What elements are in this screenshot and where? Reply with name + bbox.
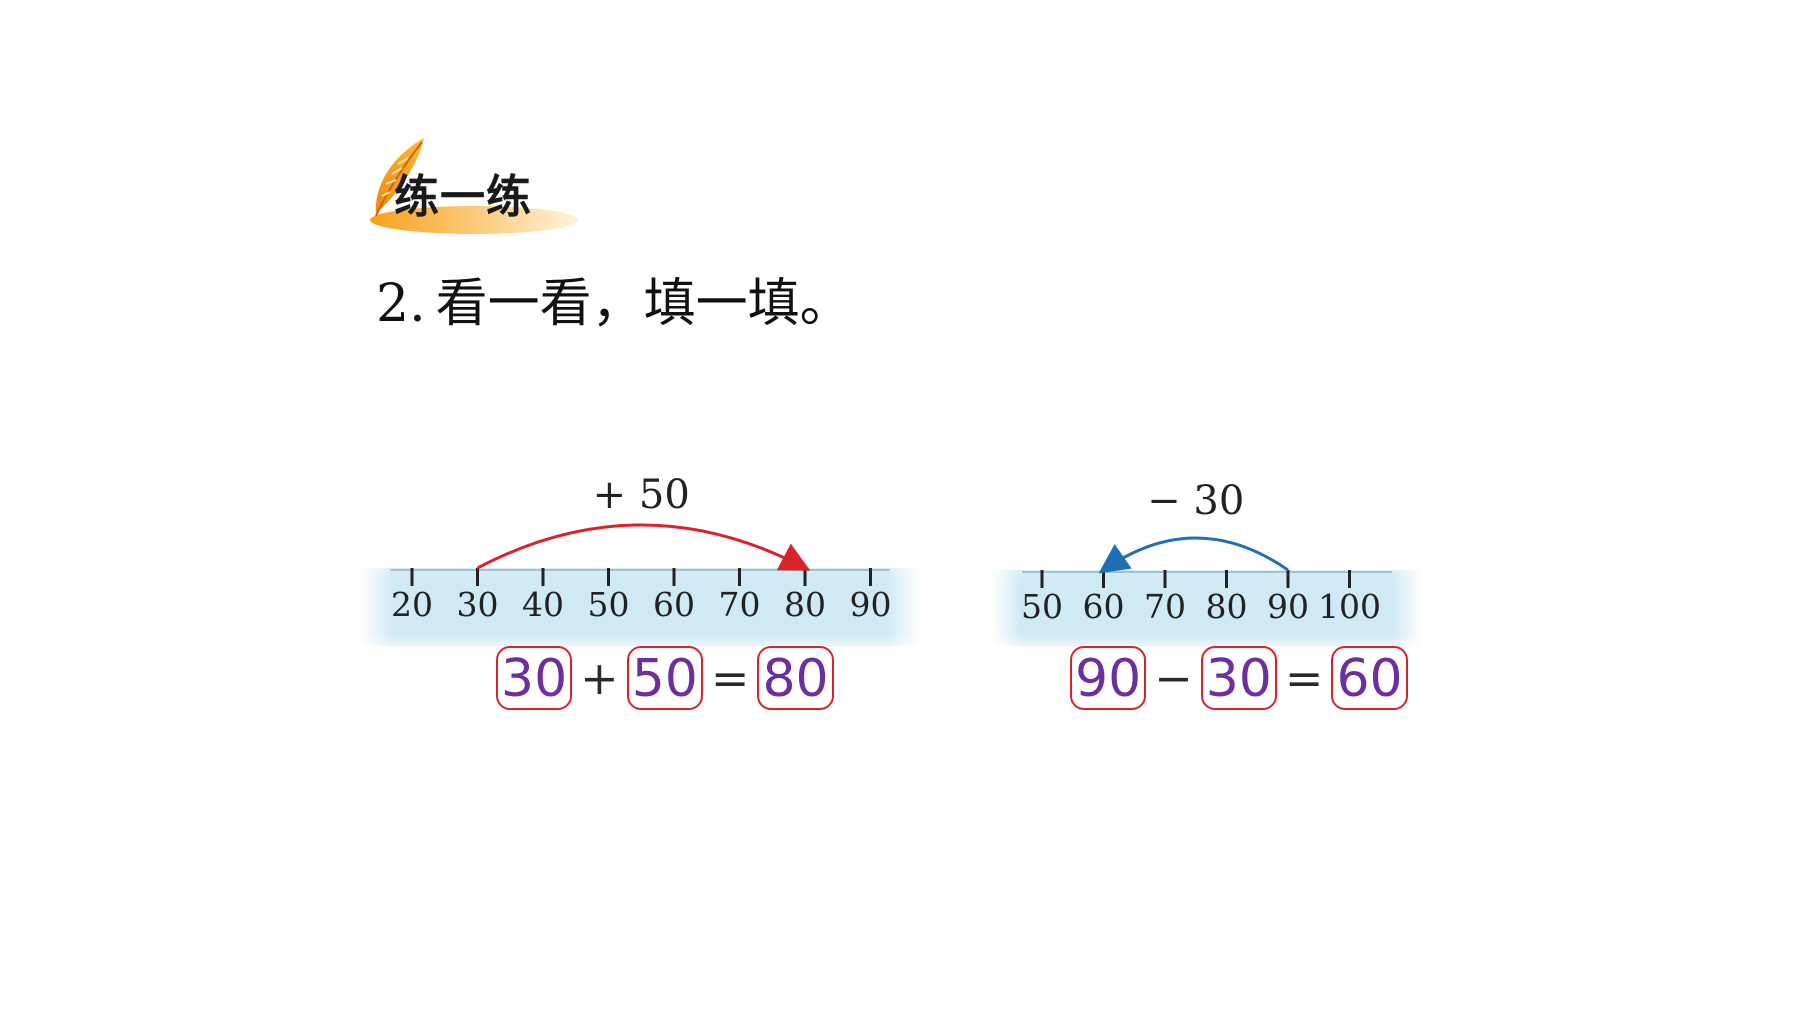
answer-box-addend-1[interactable]: 30 <box>496 646 573 710</box>
question-title: 2.看一看，填一填。 <box>376 274 852 334</box>
jump-arc <box>476 523 811 571</box>
plus-sign: + <box>580 651 619 705</box>
tick-label: 100 <box>1318 587 1381 626</box>
number-line-1-svg: 20 30 40 50 60 70 80 90 + 50 <box>360 472 920 646</box>
answer-box-difference[interactable]: 60 <box>1331 646 1408 710</box>
answer-box-addend-2[interactable]: 50 <box>626 646 703 710</box>
answer-box-minuend[interactable]: 90 <box>1070 646 1147 710</box>
tick-label: 70 <box>719 585 761 624</box>
badge-label: 练一练 <box>394 170 533 223</box>
answer-box-sum[interactable]: 80 <box>757 646 834 710</box>
answer-box-subtrahend[interactable]: 30 <box>1200 646 1277 710</box>
tick-label: 80 <box>1206 587 1248 626</box>
number-line-addition: 20 30 40 50 60 70 80 90 + 50 <box>360 472 920 650</box>
tick-label: 40 <box>522 585 564 624</box>
jump-arc <box>1098 536 1289 574</box>
tick-label: 70 <box>1144 587 1186 626</box>
feather-icon <box>370 138 578 234</box>
tick-label: 90 <box>1267 587 1309 626</box>
jump-label: − 30 <box>1147 478 1244 524</box>
tick-label: 30 <box>457 585 499 624</box>
tick-label: 50 <box>588 585 630 624</box>
tick-label: 80 <box>784 585 826 624</box>
tick-label: 20 <box>391 585 433 624</box>
equation-addition: 30 + 50 = 80 <box>496 646 834 710</box>
tick-label: 60 <box>653 585 695 624</box>
section-badge: 练一练 <box>368 134 588 238</box>
tick-label: 90 <box>850 585 892 624</box>
question-text: 看一看，填一填。 <box>435 274 852 334</box>
minus-sign: − <box>1154 651 1193 705</box>
equation-subtraction: 90 − 30 = 60 <box>1070 646 1408 710</box>
jump-label: + 50 <box>593 472 690 518</box>
equals-sign: = <box>710 651 750 705</box>
tick-label: 60 <box>1083 587 1125 626</box>
equals-sign: = <box>1284 651 1324 705</box>
tick-label: 50 <box>1021 587 1063 626</box>
question-number: 2. <box>376 274 426 334</box>
